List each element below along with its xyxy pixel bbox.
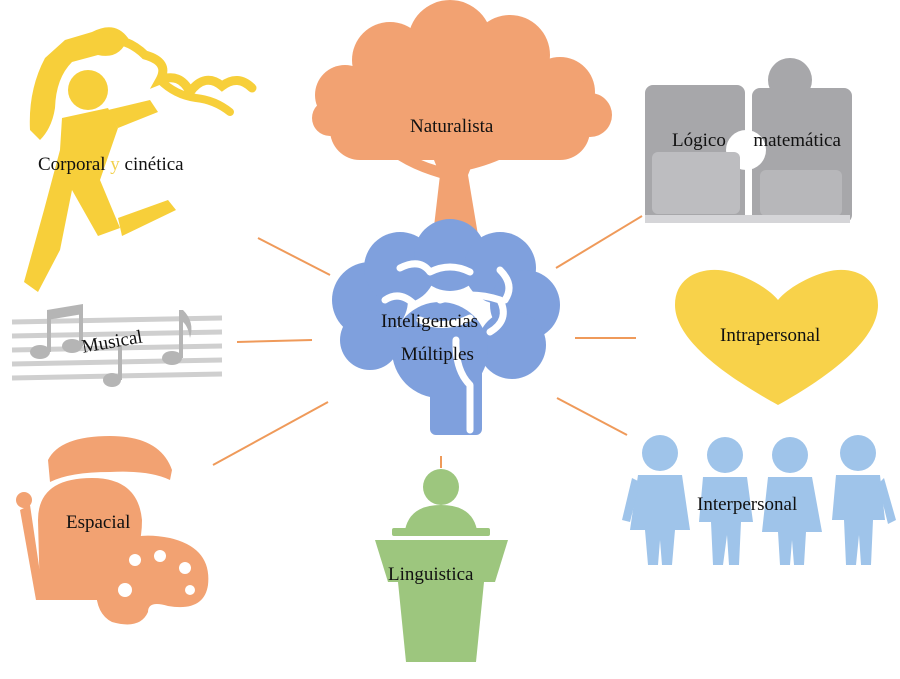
corporal-label-part2: y — [110, 154, 120, 175]
people-group-icon — [622, 435, 896, 565]
dancer-icon — [24, 27, 257, 292]
connector-interpersonal — [556, 397, 628, 436]
connector-espacial — [212, 401, 329, 466]
connector-corporal — [257, 237, 331, 276]
naturalista-label: Naturalista — [410, 116, 494, 137]
corporal-label-part3: cinética — [124, 154, 184, 175]
linguistica-label: Linguistica — [388, 564, 474, 585]
logico-label-part1: Lógico — [672, 130, 726, 151]
tree-icon — [312, 0, 612, 235]
brain-icon — [332, 219, 560, 435]
heart-icon — [675, 269, 878, 405]
painter-palette-icon — [16, 436, 209, 625]
corporal-label: Corporal y cinética — [38, 155, 184, 174]
intrapersonal-label: Intrapersonal — [720, 325, 821, 346]
logico-label-part2: matemática — [753, 130, 841, 151]
speaker-podium-icon — [375, 469, 508, 662]
logico-label: Lógico matemática — [672, 131, 841, 150]
interpersonal-label: Interpersonal — [697, 494, 798, 515]
center-label-line2: Múltiples — [401, 344, 474, 365]
espacial-label: Espacial — [66, 512, 131, 533]
center-label-line1: Inteligencias — [381, 311, 479, 332]
puzzle-icon — [645, 58, 852, 223]
corporal-label-part1: Corporal — [38, 154, 106, 175]
music-notes-icon — [11, 304, 223, 387]
connector-musical — [236, 339, 313, 343]
connector-logico — [555, 215, 643, 269]
